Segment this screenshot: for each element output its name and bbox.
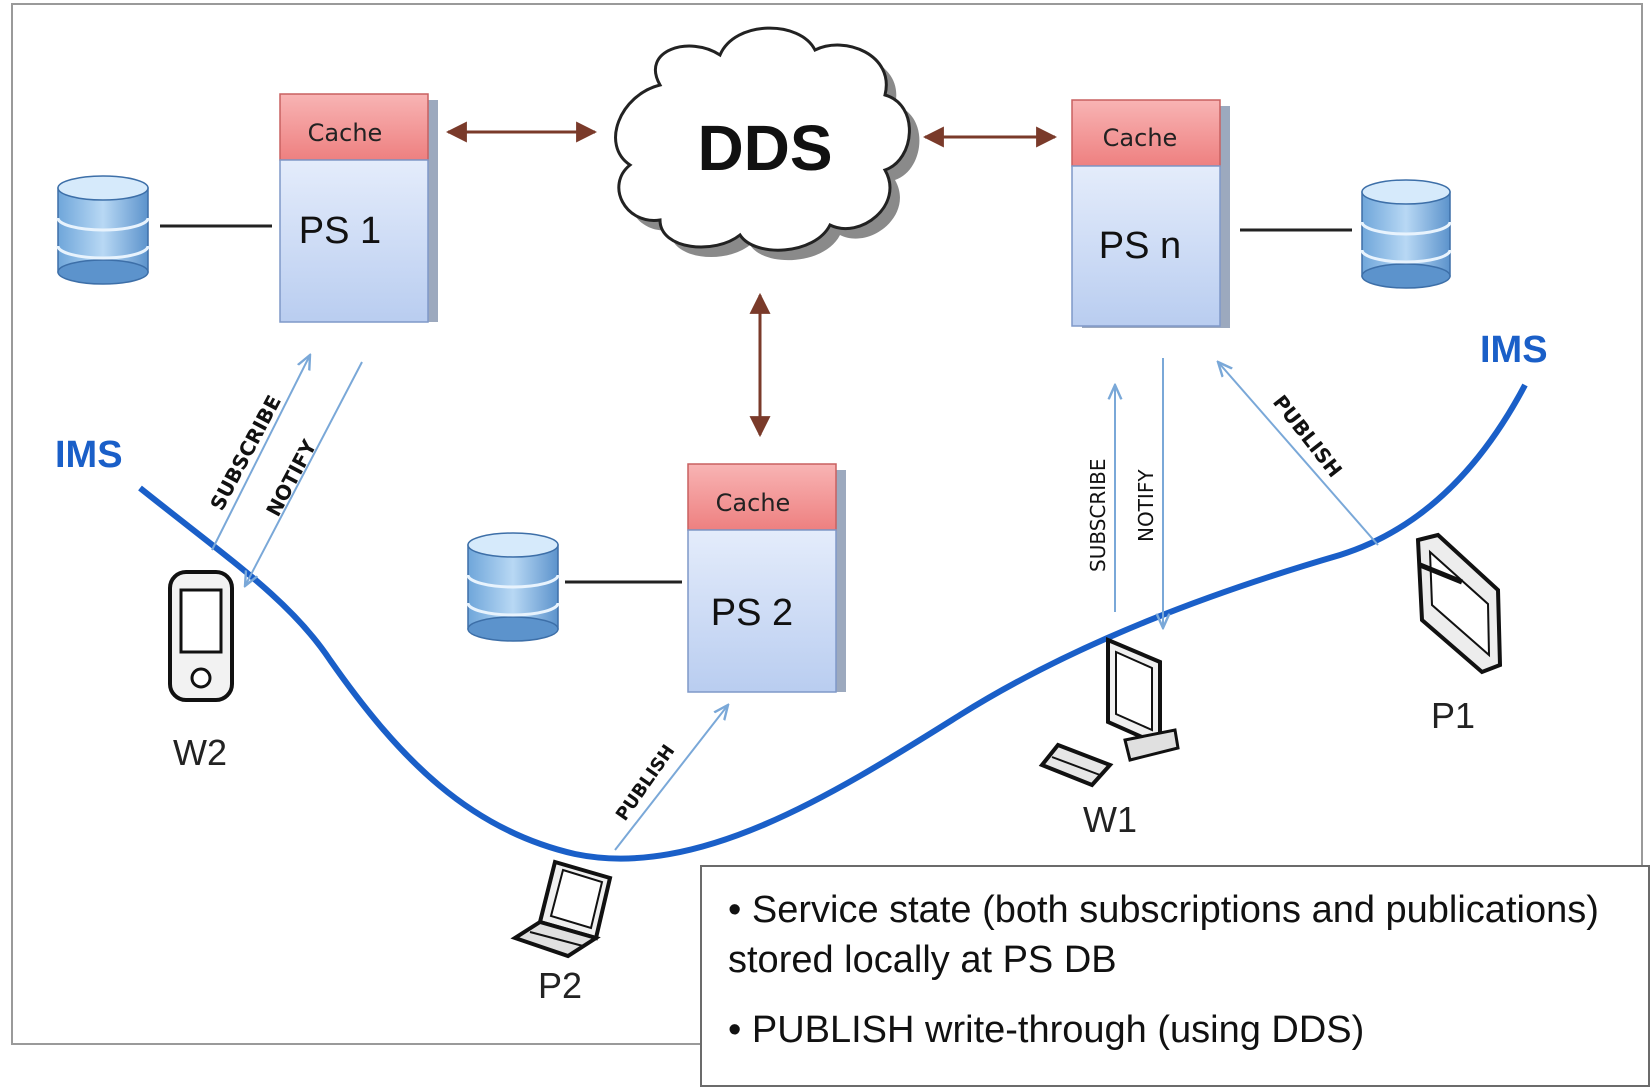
- laptop-icon-p2: [510, 859, 613, 959]
- ps2-cache-label: Cache: [716, 489, 791, 517]
- ps2-name: PS 2: [711, 592, 793, 634]
- w2-notify-arrow: [245, 361, 363, 586]
- note-publish-write-through: • PUBLISH write-through (using DDS): [728, 1009, 1365, 1051]
- ps1-cache-label: Cache: [308, 119, 383, 147]
- server-psn: Cache PS n: [1071, 99, 1230, 328]
- w1-notify-label: NOTIFY: [1134, 469, 1158, 542]
- w2-subscribe-arrow: [211, 355, 310, 551]
- dds-cloud: DDS: [614, 26, 920, 261]
- database-icon-psn: [1360, 179, 1452, 289]
- psn-cache-label: Cache: [1103, 124, 1178, 152]
- device-label-p2: P2: [538, 965, 582, 1006]
- dds-label: DDS: [697, 112, 832, 184]
- w1-subscribe-label: SUBSCRIBE: [1086, 458, 1110, 572]
- tablet-icon-p1: [1415, 532, 1503, 675]
- server-ps2: Cache PS 2: [687, 463, 846, 693]
- device-label-w1: W1: [1083, 799, 1137, 840]
- ims-label-right: IMS: [1480, 329, 1548, 371]
- ps1-name: PS 1: [299, 210, 381, 252]
- database-icon-ps1: [56, 175, 150, 285]
- ims-label-left: IMS: [55, 434, 123, 476]
- ims-network-curve: [138, 383, 1528, 862]
- server-ps1: Cache PS 1: [279, 93, 438, 323]
- p2-publish-arrow: [614, 705, 728, 851]
- device-label-p1: P1: [1431, 695, 1475, 736]
- database-icon-ps2: [466, 532, 560, 642]
- notes-box: • Service state (both subscriptions and …: [700, 865, 1650, 1087]
- psn-name: PS n: [1099, 225, 1181, 267]
- desktop-icon-w1: [1038, 636, 1180, 788]
- phone-icon-w2: [168, 570, 234, 702]
- p1-publish-arrow: [1218, 362, 1379, 546]
- device-label-w2: W2: [173, 732, 227, 773]
- note-service-state: • Service state (both subscriptions and …: [728, 889, 1599, 981]
